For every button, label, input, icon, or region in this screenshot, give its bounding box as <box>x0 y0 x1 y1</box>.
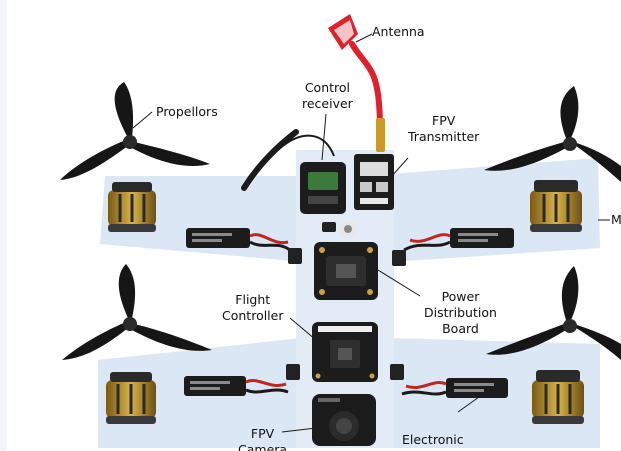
label-fpv-transmitter-line1: FPV <box>432 113 456 128</box>
label-pdb-line1: Power <box>441 289 480 304</box>
fpv-transmitter <box>354 154 394 210</box>
label-fpv-camera-line2: Camera <box>238 442 288 451</box>
label-control-receiver-line1: Control <box>304 80 350 95</box>
esc-bottom-right <box>390 364 508 398</box>
control-receiver <box>241 129 346 214</box>
label-propellors-text: Propellors <box>156 104 218 119</box>
label-fpv-transmitter: FPV Transmitter <box>408 113 479 145</box>
label-flight-controller-line2: Controller <box>222 308 284 323</box>
label-flight-controller: Flight Controller <box>222 292 284 324</box>
label-antenna-text: Antenna <box>372 24 425 39</box>
esc-bottom-left <box>184 364 300 396</box>
flight-controller <box>312 322 378 382</box>
label-fpv-camera-line1: FPV <box>250 426 275 441</box>
power-distribution-board <box>314 222 378 300</box>
motor-top-right <box>530 180 582 232</box>
motor-bottom-left <box>106 372 156 424</box>
propeller-bottom-left <box>62 264 212 360</box>
label-control-receiver: Control receiver <box>302 80 353 112</box>
propeller-bottom-right <box>486 266 621 360</box>
antenna <box>328 14 385 152</box>
esc-top-left <box>186 228 302 264</box>
fpv-camera <box>312 394 376 446</box>
label-electronic-text: Electronic <box>402 432 464 447</box>
label-propellors: Propellors <box>156 104 218 120</box>
esc-top-right <box>392 228 514 266</box>
label-fpv-transmitter-line2: Transmitter <box>408 129 480 144</box>
leader-lines <box>132 33 610 433</box>
label-motor-partial-text: M <box>611 212 621 227</box>
left-border <box>0 0 7 451</box>
label-antenna: Antenna <box>372 24 425 40</box>
label-flight-controller-line1: Flight <box>235 292 271 307</box>
label-pdb-line2: Distribution <box>424 305 497 320</box>
propeller-top-right <box>484 86 621 182</box>
label-control-receiver-line2: receiver <box>302 96 353 111</box>
label-motor-partial: M <box>611 212 621 228</box>
label-fpv-camera: FPV Camera <box>238 426 287 451</box>
label-pdb-line3: Board <box>442 321 479 336</box>
propeller-top-left <box>60 82 210 180</box>
motor-top-left <box>108 182 156 232</box>
label-electronic: Electronic <box>402 432 464 448</box>
label-power-distribution-board: Power Distribution Board <box>424 289 497 337</box>
motor-bottom-right <box>532 370 584 424</box>
